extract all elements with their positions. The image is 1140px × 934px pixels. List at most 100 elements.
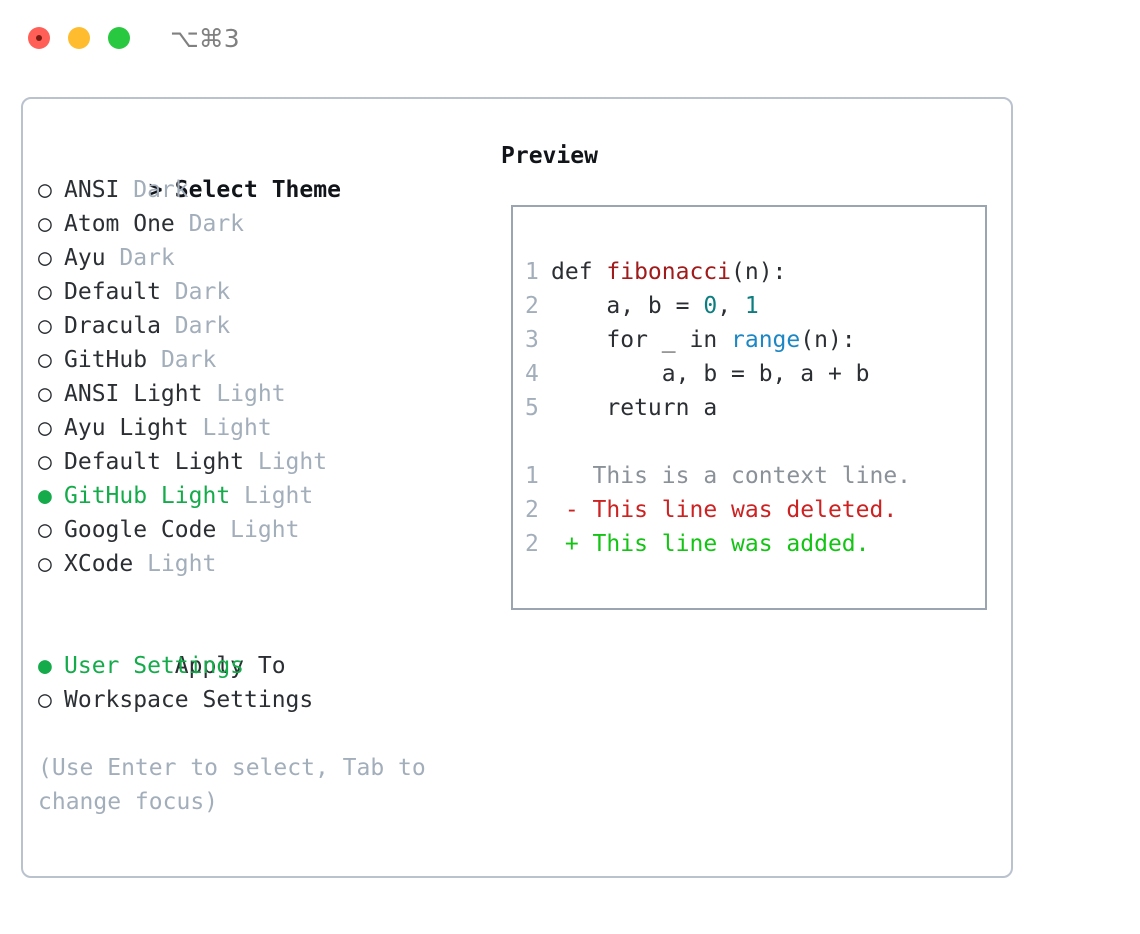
theme-label: ANSI <box>64 177 120 203</box>
apply-target-item[interactable]: ○ Workspace Settings <box>38 683 478 717</box>
theme-label: Google Code <box>64 517 217 543</box>
diff-text: - This line was deleted. <box>551 497 898 523</box>
theme-label: Ayu <box>64 245 106 271</box>
theme-tag: Light <box>188 415 272 441</box>
radio-unselected-icon: ○ <box>38 381 66 407</box>
select-theme-heading: > Select Theme <box>38 139 478 203</box>
line-number: 2 <box>525 497 539 523</box>
preview-heading: Preview <box>501 143 598 169</box>
diff-line-add: 2 + This line was added. <box>525 527 985 561</box>
radio-unselected-icon: ○ <box>38 551 66 577</box>
radio-unselected-icon: ○ <box>38 313 66 339</box>
theme-label: XCode <box>64 551 134 577</box>
theme-item[interactable]: ○ Dracula Dark <box>38 309 478 343</box>
radio-unselected-icon: ○ <box>38 211 66 237</box>
theme-tag: Light <box>244 449 328 475</box>
theme-tag: Dark <box>105 245 175 271</box>
apply-target-item[interactable]: ● User Settings <box>38 649 478 683</box>
apply-target-label: User Settings <box>64 653 245 679</box>
theme-label: Dracula <box>64 313 161 339</box>
theme-tag: Light <box>202 381 286 407</box>
theme-item[interactable]: ○ ANSI Light Light <box>38 377 478 411</box>
apply-to-heading-label: Apply To <box>174 653 286 679</box>
theme-label: Default <box>64 279 161 305</box>
theme-tag: Dark <box>160 279 231 305</box>
theme-label: GitHub Light <box>64 483 231 509</box>
theme-item[interactable]: ○ Default Light Light <box>38 445 478 479</box>
theme-tag: Light <box>133 551 217 577</box>
diff-text: + This line was added. <box>551 531 870 557</box>
keyboard-hint-text: (Use Enter to select, Tab to change focu… <box>38 755 440 815</box>
theme-tag: Dark <box>119 177 189 203</box>
radio-unselected-icon: ○ <box>38 517 66 543</box>
theme-label: ANSI Light <box>64 381 203 407</box>
code-token-plain: return a <box>551 395 718 421</box>
diff-sample: 1 This is a context line.2 - This line w… <box>525 459 985 561</box>
theme-tag: Light <box>230 483 314 509</box>
theme-list: ○ ANSI Dark○ Atom One Dark○ Ayu Dark○ De… <box>38 173 478 581</box>
radio-unselected-icon: ○ <box>38 687 66 713</box>
theme-item[interactable]: ○ XCode Light <box>38 547 478 581</box>
theme-label: Atom One <box>64 211 175 237</box>
code-token-plain: (n): <box>800 327 856 353</box>
diff-line-del: 2 - This line was deleted. <box>525 493 985 527</box>
minimize-button[interactable] <box>68 27 90 49</box>
code-token-fn: fibonacci <box>606 259 732 285</box>
code-line: 2 a, b = 0, 1 <box>525 289 985 323</box>
apply-target-label: Workspace Settings <box>64 687 314 713</box>
code-token-num: 0 <box>703 293 718 319</box>
code-line: 4 a, b = b, a + b <box>525 357 985 391</box>
radio-unselected-icon: ○ <box>38 279 66 305</box>
code-line: 5 return a <box>525 391 985 425</box>
theme-label: GitHub <box>64 347 148 373</box>
main-panel: > Select Theme ○ ANSI Dark○ Atom One Dar… <box>21 97 1013 878</box>
line-number: 2 <box>525 531 539 557</box>
radio-unselected-icon: ○ <box>38 177 66 203</box>
select-theme-heading-label: Select Theme <box>174 177 341 203</box>
maximize-button[interactable] <box>108 27 130 49</box>
theme-tag: Light <box>216 517 300 543</box>
code-diff-spacer <box>525 425 985 459</box>
theme-item[interactable]: ○ Ayu Dark <box>38 241 478 275</box>
theme-item[interactable]: ○ Default Dark <box>38 275 478 309</box>
code-token-plain: a, b = <box>551 293 704 319</box>
theme-tag: Dark <box>160 313 231 339</box>
radio-unselected-icon: ○ <box>38 415 66 441</box>
title-bar: ⌥⌘3 <box>0 0 1140 76</box>
diff-text: This is a context line. <box>551 463 912 489</box>
theme-item[interactable]: ○ GitHub Dark <box>38 343 478 377</box>
theme-tag: Dark <box>147 347 217 373</box>
apply-to-list: ● User Settings○ Workspace Settings <box>38 649 478 717</box>
line-number: 4 <box>525 361 539 387</box>
theme-label: Default Light <box>64 449 245 475</box>
radio-selected-icon: ● <box>38 653 66 679</box>
theme-item[interactable]: ○ ANSI Dark <box>38 173 478 207</box>
code-token-plain: (n): <box>731 259 787 285</box>
theme-item[interactable]: ○ Atom One Dark <box>38 207 478 241</box>
code-token-plain: for _ in <box>551 327 732 353</box>
code-token-call: range <box>731 327 801 353</box>
line-number: 5 <box>525 395 539 421</box>
theme-item[interactable]: ○ Ayu Light Light <box>38 411 478 445</box>
theme-item[interactable]: ● GitHub Light Light <box>38 479 478 513</box>
close-button[interactable] <box>28 27 50 49</box>
radio-unselected-icon: ○ <box>38 449 66 475</box>
keyboard-shortcut-label: ⌥⌘3 <box>170 24 240 53</box>
radio-selected-icon: ● <box>38 483 66 509</box>
line-number: 3 <box>525 327 539 353</box>
code-token-num: 1 <box>744 293 759 319</box>
theme-selection-column: > Select Theme ○ ANSI Dark○ Atom One Dar… <box>38 139 478 819</box>
code-token-plain: a, b = b, a + b <box>551 361 870 387</box>
radio-unselected-icon: ○ <box>38 347 66 373</box>
code-line: 3 for _ in range(n): <box>525 323 985 357</box>
diff-line-ctx: 1 This is a context line. <box>525 459 985 493</box>
theme-tag: Dark <box>174 211 245 237</box>
line-number: 1 <box>525 463 539 489</box>
theme-item[interactable]: ○ Google Code Light <box>38 513 478 547</box>
line-number: 1 <box>525 259 539 285</box>
